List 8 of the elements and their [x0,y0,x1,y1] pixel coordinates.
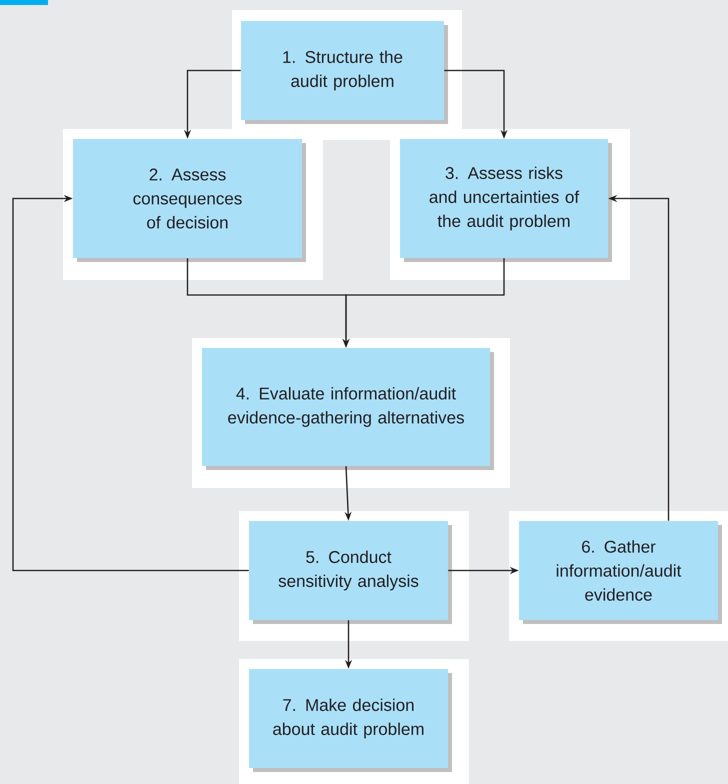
process-box: 4. Evaluate information/audit evidence-gathering alternatives [192,338,510,488]
process-box: 1. Structure the audit problem [232,10,462,140]
process-box: 5. Conduct sensitivity analysis [239,511,469,641]
process-box: 7. Make decision about audit problem [239,659,469,784]
process-box: 2. Assess consequences of decision [63,129,323,280]
process-box: 3. Assess risks and uncertainties of the audit problem [390,129,630,280]
arrow [12,194,249,572]
process-box: 6. Gather information/audit evidence [509,511,728,641]
